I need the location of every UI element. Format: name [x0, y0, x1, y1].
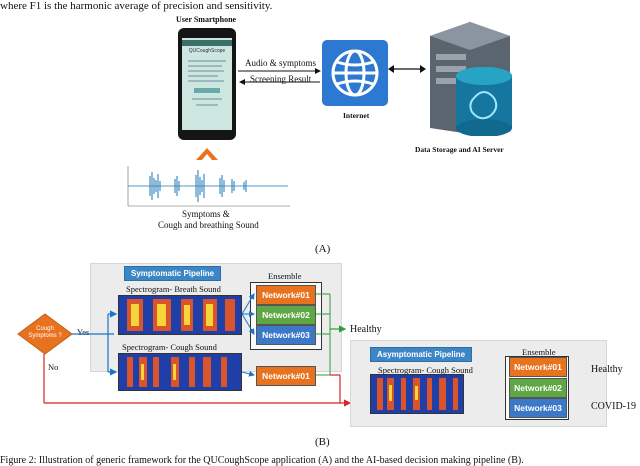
waveform-caption-1: Symptoms & — [182, 209, 230, 219]
symptomatic-pipeline-badge: Symptomatic Pipeline — [124, 266, 222, 281]
figure-caption: Figure 2: Illustration of generic framew… — [0, 455, 524, 466]
screening-label: Screening Result — [250, 74, 312, 84]
decision-yes: Yes — [77, 327, 90, 337]
spectrogram-cough-label-2: Spectrogram- Cough Sound — [378, 365, 473, 375]
network-01-asym: Network#01 — [509, 357, 567, 377]
server-label: Data Storage and AI Server — [415, 145, 504, 154]
network-02: Network#02 — [256, 305, 316, 325]
healthy-label: Healthy — [350, 324, 382, 335]
spectrogram-breath — [118, 295, 242, 335]
spectrogram-breath-label: Spectrogram- Breath Sound — [126, 284, 221, 294]
healthy-label-2: Healthy — [591, 364, 623, 375]
network-01: Network#01 — [256, 285, 316, 305]
audio-label: Audio & symptoms — [245, 58, 317, 68]
spectrogram-cough — [118, 353, 242, 391]
asymptomatic-pipeline-badge: Asymptomatic Pipeline — [370, 347, 473, 362]
network-arrows — [238, 68, 321, 85]
internet-label: Internet — [343, 111, 370, 120]
ensemble-label: Ensemble — [268, 271, 302, 281]
app-title: QUCoughScope — [188, 48, 226, 54]
decision-no: No — [48, 362, 59, 372]
label-b: (B) — [315, 436, 330, 448]
globe-icon — [322, 40, 388, 106]
waveform-caption-2: Cough and breathing Sound — [158, 220, 259, 230]
phone-heading: User Smartphone — [176, 15, 237, 24]
spectrogram-cough-label: Spectrogram- Cough Sound — [122, 342, 217, 352]
network-02-asym: Network#02 — [509, 378, 567, 398]
network-03-asym: Network#03 — [509, 398, 567, 418]
chevron-up-icon — [196, 148, 218, 160]
network-03: Network#03 — [256, 325, 316, 345]
decision-label: Cough Symptoms ? — [28, 326, 62, 339]
label-a: (A) — [315, 243, 331, 255]
spectrogram-cough-2 — [370, 374, 464, 414]
phone-screen: QUCoughScope — [182, 38, 232, 130]
waveform-plot — [120, 162, 292, 210]
intro-text: where F1 is the harmonic average of prec… — [0, 0, 273, 12]
network-01-cough: Network#01 — [256, 366, 316, 386]
server-arrow — [388, 65, 426, 73]
ensemble-label-2: Ensemble — [522, 347, 556, 357]
server-icon — [424, 16, 514, 137]
decision-diamond — [17, 313, 73, 355]
covid-label: COVID-19 — [591, 401, 636, 412]
smartphone: QUCoughScope — [178, 28, 236, 140]
